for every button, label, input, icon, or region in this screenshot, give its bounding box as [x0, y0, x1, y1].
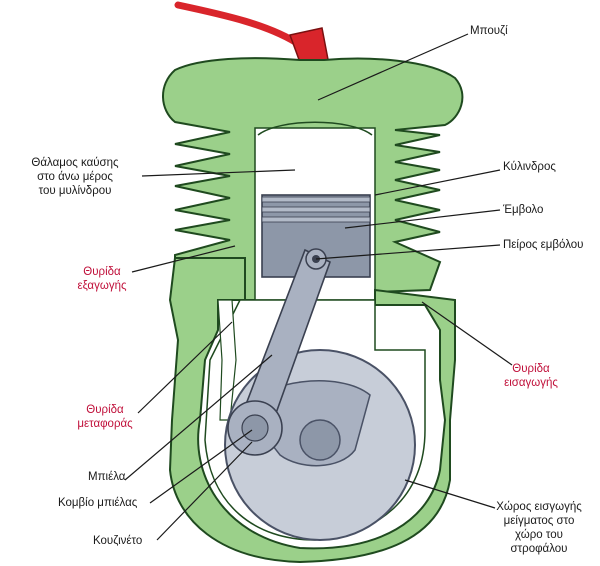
rod-bearing-label: Κομβίο μπιέλας — [58, 496, 137, 510]
cylinder-label: Κύλινδρος — [503, 160, 556, 174]
exhaust-port-label: Θυρίδα εξαγωγής — [62, 265, 142, 293]
transfer-port-label: Θυρίδα μεταφοράς — [65, 403, 145, 431]
leader-intake — [422, 302, 512, 365]
spark-plug-label: Μπουζί — [470, 24, 508, 38]
crankcase-space-line-2: μείγματος στο — [480, 514, 598, 528]
intake-port-line-1: Θυρίδα — [496, 362, 566, 376]
combustion-chamber-line-3: του μυλίνδρου — [8, 184, 142, 198]
crankcase-space-line-1: Χώρος εισγωγής — [480, 500, 598, 514]
crankshaft-label: Κουζινέτο — [93, 534, 142, 548]
transfer-port-line-2: μεταφοράς — [65, 417, 145, 431]
crankcase-space-line-3: χώρο του — [480, 528, 598, 542]
rod-big-end-pin — [242, 415, 268, 441]
exhaust-port-line-2: εξαγωγής — [62, 279, 142, 293]
piston-ring-2 — [262, 207, 370, 212]
exhaust-port-line-1: Θυρίδα — [62, 265, 142, 279]
intake-port-label: Θυρίδα εισαγωγής — [496, 362, 566, 390]
crank-center — [300, 420, 340, 460]
spark-plug-cable — [178, 5, 300, 45]
transfer-port-line-1: Θυρίδα — [65, 403, 145, 417]
crankcase-space-label: Χώρος εισγωγής μείγματος στο χώρο του στ… — [480, 500, 598, 556]
combustion-chamber-line-1: Θάλαμος καύσης — [8, 156, 142, 170]
piston-pin-label: Πείρος εμβόλου — [503, 238, 583, 252]
combustion-chamber-line-2: στο άνω μέρος — [8, 170, 142, 184]
piston-label: Έμβολο — [503, 203, 543, 217]
crankcase-space-line-4: στροφάλου — [480, 542, 598, 556]
connecting-rod-label: Μπιέλα — [88, 470, 125, 484]
piston-ring-3 — [262, 217, 370, 222]
piston-ring-1 — [262, 197, 370, 202]
combustion-chamber-label: Θάλαμος καύσης στο άνω μέρος του μυλίνδρ… — [8, 156, 142, 198]
intake-port-line-2: εισαγωγής — [496, 376, 566, 390]
